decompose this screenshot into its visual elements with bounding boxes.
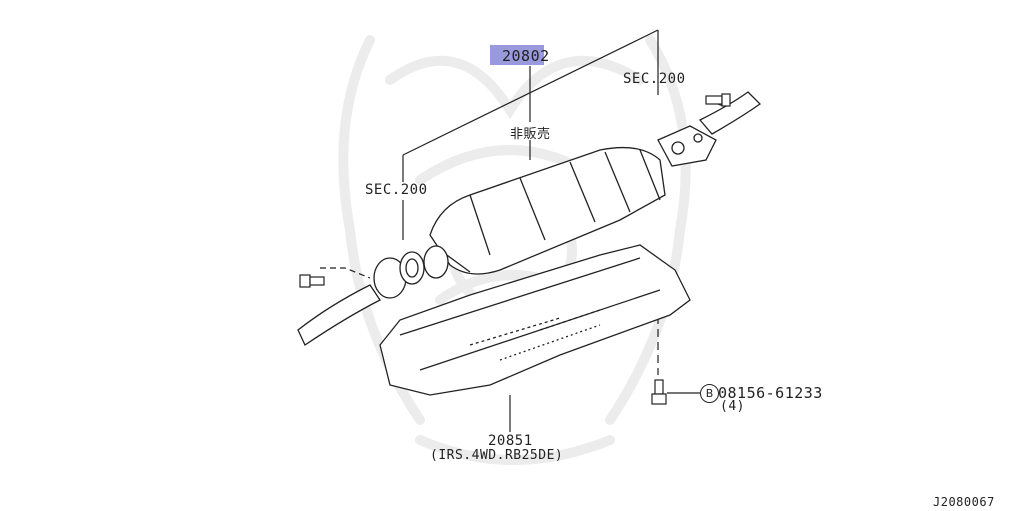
section-ref-top[interactable]: SEC.200	[623, 71, 686, 87]
not-sold-label: 非販売	[510, 127, 551, 142]
bolt-left	[299, 274, 325, 288]
diagram-code: J2080067	[933, 495, 995, 509]
heat-shield	[379, 244, 691, 396]
bolt-marker-circle: B	[700, 384, 719, 403]
rear-pipe	[657, 91, 762, 167]
section-ref-left[interactable]: SEC.200	[365, 182, 428, 198]
part-number-main[interactable]: 20802	[502, 47, 550, 65]
bolt-quantity: (4)	[720, 399, 745, 414]
bolt-part-code[interactable]: 08156-61233	[718, 384, 823, 402]
part-number-highlight	[490, 45, 544, 65]
catalytic-converter	[429, 146, 666, 275]
front-pipe	[297, 245, 449, 346]
underbody-part-note: (IRS.4WD.RB25DE)	[430, 448, 564, 463]
bolt-bottom	[651, 379, 667, 405]
bolt-top	[705, 93, 731, 107]
underbody-part-number[interactable]: 20851	[488, 433, 533, 449]
